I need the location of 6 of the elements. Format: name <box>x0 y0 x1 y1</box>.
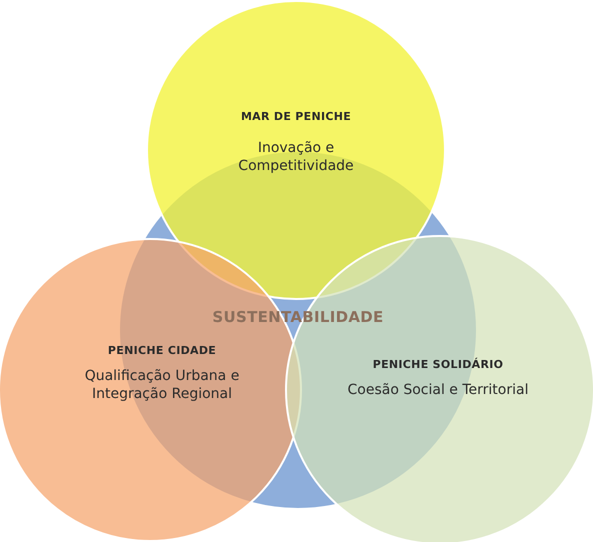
circle-text: Coesão Social e Territorial <box>346 382 530 400</box>
circle-text: Qualificação Urbana e Integração Regional <box>84 368 240 403</box>
circle-heading: MAR DE PENICHE <box>240 110 352 124</box>
circle-text: Inovação e Competitividade <box>237 140 355 175</box>
circle-heading: PENICHE CIDADE <box>106 344 218 358</box>
circle-heading: PENICHE SOLIDÁRIO <box>372 358 504 372</box>
